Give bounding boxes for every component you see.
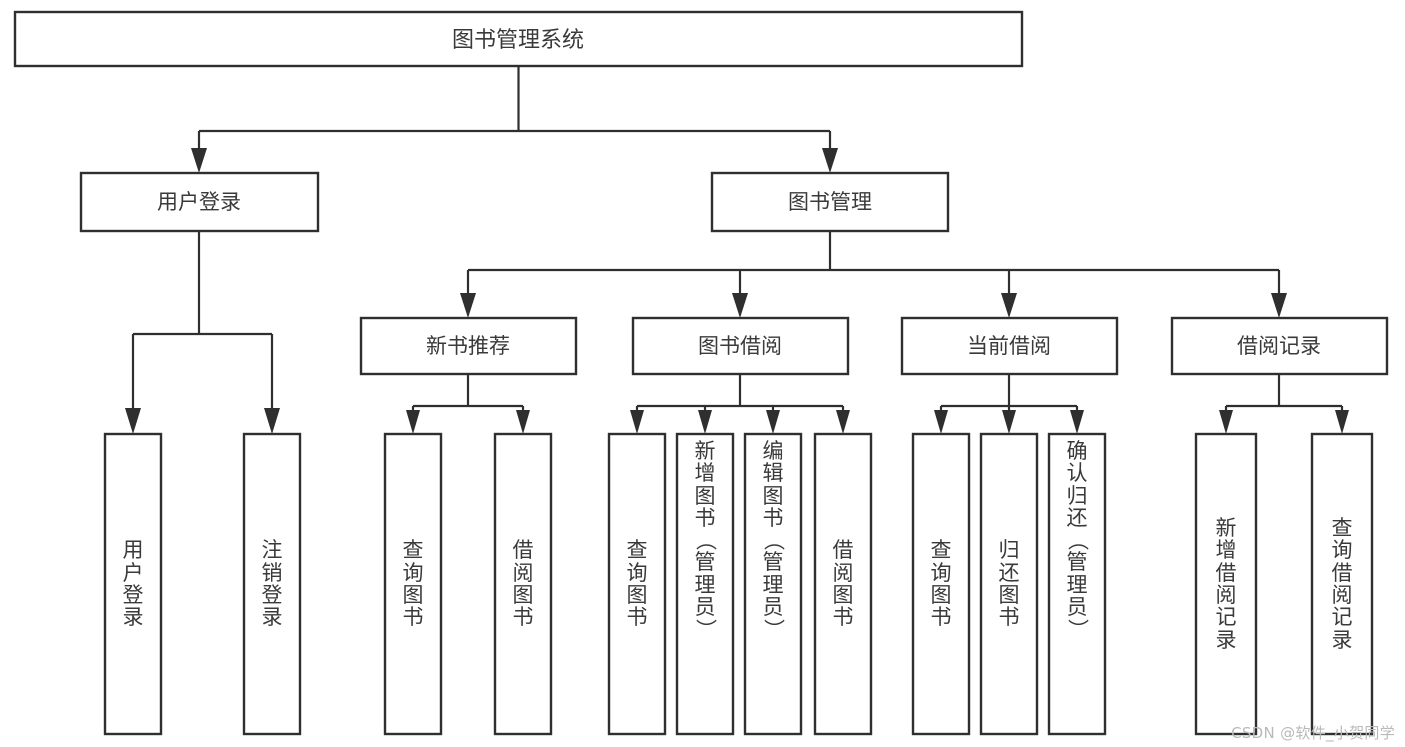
node-book-borrow-label: 图书借阅 [698,334,782,358]
arrow-to-current-leaf1 [934,410,948,434]
node-user-login-label: 用户登录 [157,190,241,214]
arrow-to-user-login-leaf2 [264,408,280,434]
node-leaf-user-login-2[interactable] [242,432,302,736]
node-leaf-current-1[interactable] [911,432,971,736]
arrow-to-current-leaf2 [1002,410,1016,434]
arrow-to-user-login [191,148,207,173]
arrow-to-borrow-leaf2 [698,410,712,434]
arrow-to-user-login-leaf1 [125,408,141,434]
connector-layer [125,66,1349,434]
node-leaf-borrow-2[interactable] [675,432,735,736]
node-leaf-current-3[interactable] [1047,432,1107,736]
node-borrow-record-label: 借阅记录 [1237,334,1321,358]
csdn-watermark: CSDN @软件_小贺同学 [1231,724,1395,742]
node-current-borrow[interactable] [900,316,1119,376]
node-leaf-borrow-1[interactable] [607,432,667,736]
node-leaf-user-login-1[interactable] [103,432,163,736]
arrow-to-borrow-leaf1 [630,410,644,434]
arrow-to-borrow-leaf3 [766,410,780,434]
node-leaf-borrow-3[interactable] [743,432,803,736]
arrow-to-current-borrow [1001,293,1017,318]
node-leaf-record-1[interactable] [1194,432,1258,736]
node-book-borrow[interactable] [631,316,850,376]
arrow-to-book-manage [822,148,838,173]
node-root[interactable] [13,10,1024,68]
node-root-label: 图书管理系统 [452,28,584,53]
arrow-to-recommend-leaf1 [406,410,420,434]
node-leaf-borrow-4[interactable] [813,432,873,736]
arrow-to-current-leaf3 [1070,410,1084,434]
node-book-manage-label: 图书管理 [788,190,872,214]
arrow-to-book-borrow [732,293,748,318]
node-leaf-record-2[interactable] [1310,432,1374,736]
node-borrow-record[interactable] [1170,316,1389,376]
arrow-to-record-leaf2 [1335,410,1349,434]
arrow-to-borrow-record [1271,293,1287,318]
arrow-to-recommend-leaf2 [516,410,530,434]
node-layer: 图书管理系统 用户登录 图书管理 新书推荐 图书借阅 当前借阅 借阅记录 [13,10,1389,736]
node-user-login[interactable] [79,171,320,233]
node-leaf-recommend-2[interactable] [493,432,553,736]
arrow-to-new-book-recommend [460,293,476,318]
node-current-borrow-label: 当前借阅 [967,334,1051,358]
arrow-to-record-leaf1 [1219,410,1233,434]
arrow-to-borrow-leaf4 [836,410,850,434]
node-new-book-recommend[interactable] [359,316,578,376]
node-new-book-recommend-label: 新书推荐 [426,334,510,358]
node-book-manage[interactable] [710,171,950,233]
node-leaf-recommend-1[interactable] [383,432,443,736]
node-leaf-current-2[interactable] [979,432,1039,736]
